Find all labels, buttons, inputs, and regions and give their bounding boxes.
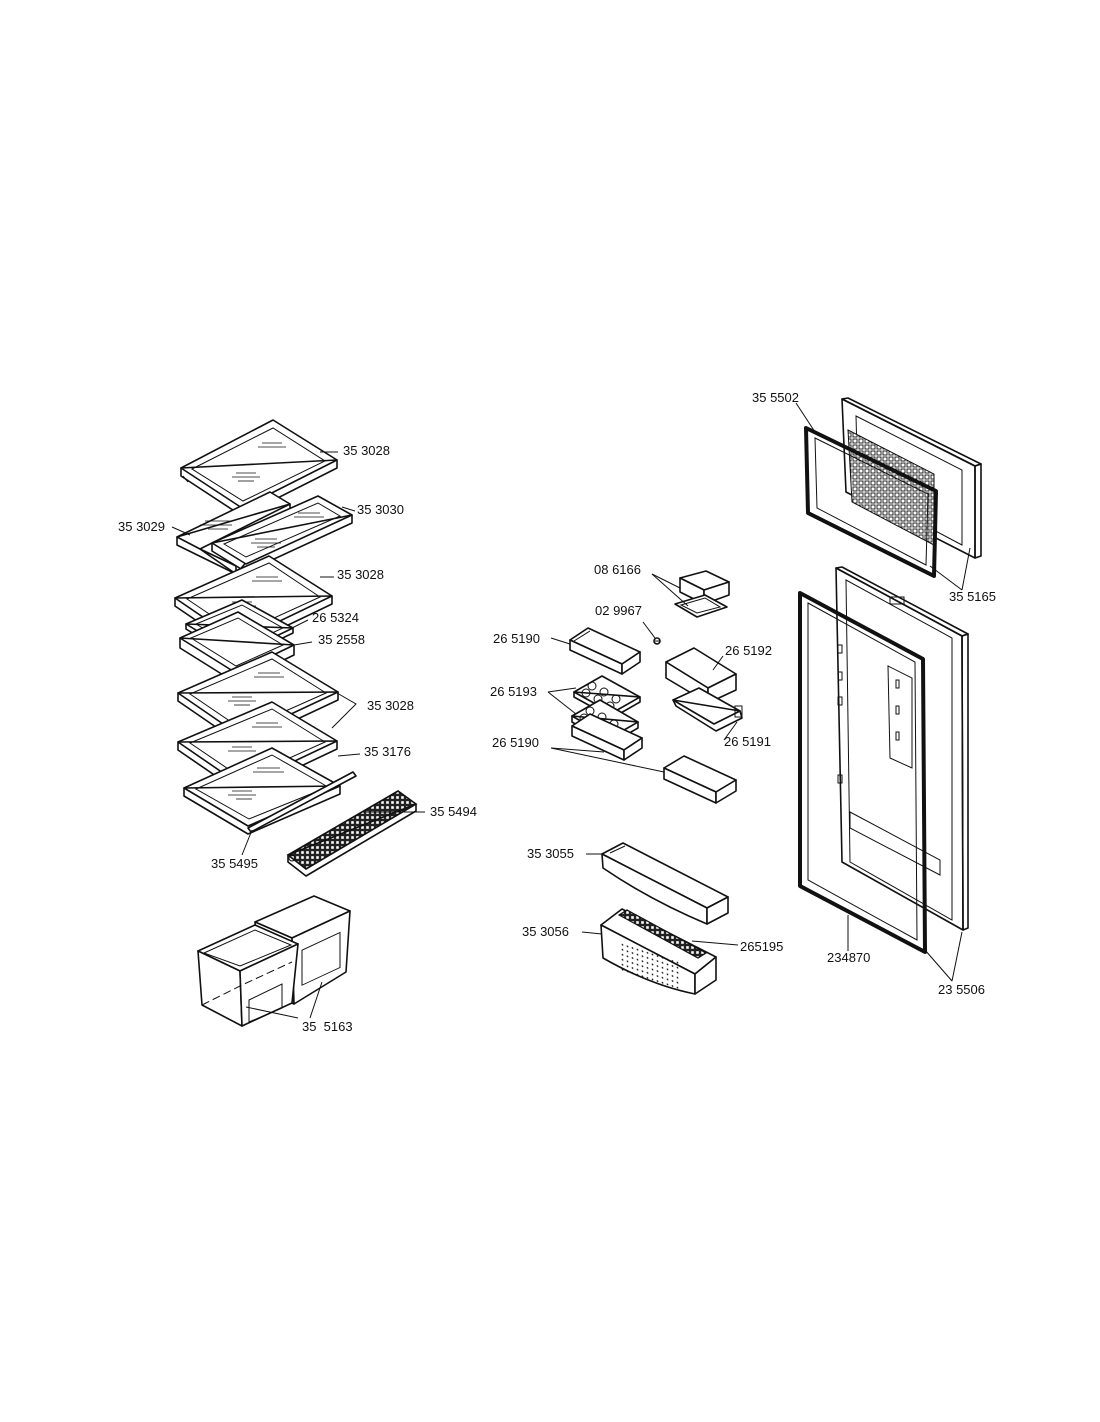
label-353055: 35 3055 xyxy=(527,846,574,861)
crisper-drawer-left xyxy=(197,924,299,1027)
glass-shelf-top xyxy=(180,419,338,517)
dairy-compartment xyxy=(674,570,730,618)
label-029967: 02 9967 xyxy=(595,603,642,618)
vent-grille xyxy=(286,790,418,877)
label-265192: 26 5192 xyxy=(725,643,772,658)
fridge-door-gasket xyxy=(798,591,927,954)
fridge-door-panel xyxy=(835,566,969,931)
label-234870: 234870 xyxy=(827,950,870,965)
label-353030: 35 3030 xyxy=(357,502,404,517)
shelf-front-strip xyxy=(247,771,357,833)
label-265324: 26 5324 xyxy=(312,610,359,625)
label-353028-lower: 35 3028 xyxy=(367,698,414,713)
door-bin-tray xyxy=(672,687,743,732)
label-353056: 35 3056 xyxy=(522,924,569,939)
label-355495: 35 5495 xyxy=(211,856,258,871)
label-353028-top: 35 3028 xyxy=(343,443,390,458)
label-352558: 35 2558 xyxy=(318,632,365,647)
bottle-shelf xyxy=(601,842,729,925)
label-265190-upper: 26 5190 xyxy=(493,631,540,646)
door-bin-small-upper xyxy=(569,627,641,675)
glass-shelf-half-right xyxy=(211,495,353,573)
screw xyxy=(653,637,661,645)
label-265195: 265195 xyxy=(740,939,783,954)
bottle-shelf-with-retainer xyxy=(600,908,717,995)
freezer-door-gasket xyxy=(804,426,938,578)
part-labels: 35 3028 35 3030 35 3029 35 3028 26 5324 … xyxy=(118,390,996,1034)
label-265191: 26 5191 xyxy=(724,734,771,749)
label-355494: 35 5494 xyxy=(430,804,477,819)
leader-lines xyxy=(171,402,971,1019)
label-235506: 23 5506 xyxy=(938,982,985,997)
door-bin-small-lower xyxy=(663,755,737,804)
glass-shelf-bottom xyxy=(183,747,341,835)
label-086166: 08 6166 xyxy=(594,562,641,577)
door-bin-small-middle xyxy=(571,713,643,761)
label-355165: 35 5165 xyxy=(949,589,996,604)
label-355502: 35 5502 xyxy=(752,390,799,405)
label-353028-middle: 35 3028 xyxy=(337,567,384,582)
label-353029: 35 3029 xyxy=(118,519,165,534)
label-265193: 26 5193 xyxy=(490,684,537,699)
label-355163: 35 5163 xyxy=(302,1019,353,1034)
label-353176: 35 3176 xyxy=(364,744,411,759)
label-265190-lower: 26 5190 xyxy=(492,735,539,750)
